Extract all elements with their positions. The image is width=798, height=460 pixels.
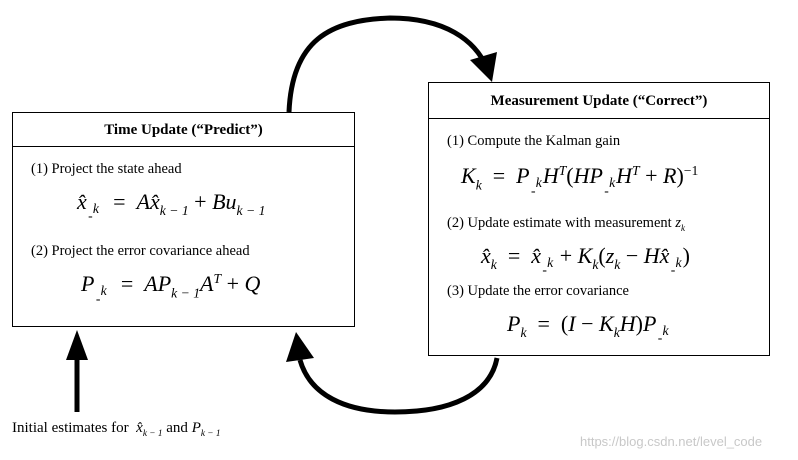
time-update-box: Time Update (“Predict”) (1) Project the … xyxy=(12,112,355,327)
state-update-equation: x̂k = x̂-k + Kk(zk − Hx̂-k) xyxy=(481,243,690,278)
predict-to-correct-arrow xyxy=(286,15,490,113)
covariance-update-equation: Pk = (I − KkH)P-k xyxy=(507,311,669,346)
predict-to-correct-arrowhead xyxy=(470,52,497,82)
measurement-update-box: Measurement Update (“Correct”) (1) Compu… xyxy=(428,82,770,356)
correct-to-predict-arrowhead xyxy=(286,332,314,362)
correct-to-predict-arrow xyxy=(297,357,500,415)
measurement-update-step1: (1) Compute the Kalman gain xyxy=(447,133,621,149)
state-predict-equation: x̂-k = Ax̂k − 1 + Buk − 1 xyxy=(77,189,266,224)
initial-estimates-label: Initial estimates for x̂k − 1 and Pk − 1 xyxy=(12,420,221,440)
initial-estimates-arrowhead xyxy=(66,330,88,360)
covariance-predict-equation: P-k = APk − 1AT + Q xyxy=(81,271,261,306)
measurement-update-step2: (2) Update estimate with measurement zk xyxy=(447,215,685,234)
measurement-update-step3: (3) Update the error covariance xyxy=(447,283,629,299)
time-update-step1: (1) Project the state ahead xyxy=(31,161,182,177)
time-update-step2: (2) Project the error covariance ahead xyxy=(31,243,250,259)
watermark: https://blog.csdn.net/level_code xyxy=(580,434,763,449)
measurement-update-title: Measurement Update (“Correct”) xyxy=(429,83,769,119)
time-update-title: Time Update (“Predict”) xyxy=(13,113,354,147)
